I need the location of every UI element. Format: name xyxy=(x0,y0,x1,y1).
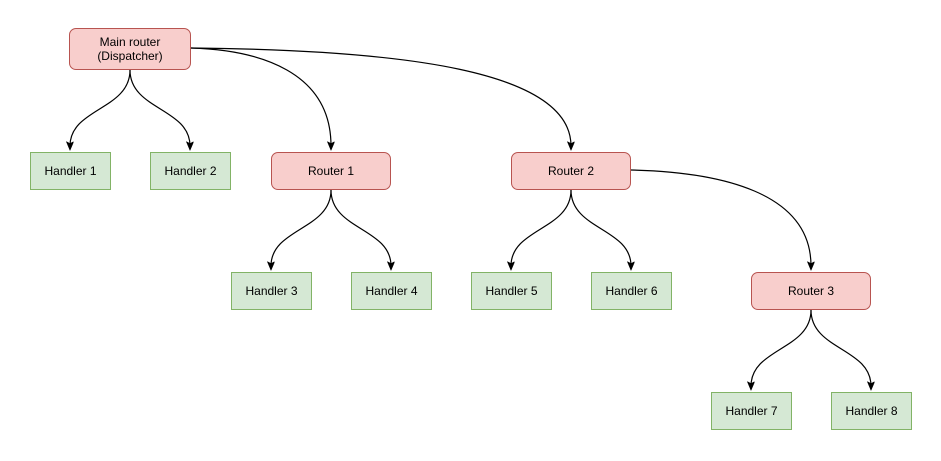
node-router-3[interactable]: Router 3 xyxy=(751,272,871,310)
node-handler-2[interactable]: Handler 2 xyxy=(150,152,231,190)
node-label-handler-4: Handler 4 xyxy=(365,284,418,298)
edge-main-router-to-handler-2 xyxy=(129,69,190,146)
node-router-2[interactable]: Router 2 xyxy=(511,152,631,190)
edge-router-3-to-handler-8 xyxy=(810,309,871,386)
node-label-handler-3: Handler 3 xyxy=(245,284,298,298)
node-label-main-router: Main router (Dispatcher) xyxy=(97,35,163,63)
edge-router-1-to-handler-4 xyxy=(330,189,391,266)
edge-router-1-to-handler-3 xyxy=(271,189,332,266)
node-label-handler-8: Handler 8 xyxy=(845,404,898,418)
edge-main-router-to-router-1 xyxy=(190,47,331,146)
node-label-handler-2: Handler 2 xyxy=(164,164,217,178)
node-label-router-2: Router 2 xyxy=(547,164,595,178)
edge-main-router-to-router-2 xyxy=(190,47,571,146)
diagram-edges xyxy=(70,47,871,386)
node-handler-4[interactable]: Handler 4 xyxy=(351,272,432,310)
node-main-router[interactable]: Main router (Dispatcher) xyxy=(69,28,191,70)
node-handler-8[interactable]: Handler 8 xyxy=(831,392,912,430)
node-handler-7[interactable]: Handler 7 xyxy=(711,392,792,430)
node-label-handler-6: Handler 6 xyxy=(605,284,658,298)
node-handler-1[interactable]: Handler 1 xyxy=(30,152,111,190)
node-label-handler-1: Handler 1 xyxy=(44,164,97,178)
edge-router-2-to-handler-5 xyxy=(511,189,572,266)
edge-main-router-to-handler-1 xyxy=(70,69,131,146)
edge-router-3-to-handler-7 xyxy=(751,309,812,386)
node-label-router-3: Router 3 xyxy=(787,284,835,298)
edge-router-2-to-handler-6 xyxy=(570,189,631,266)
edge-router-2-to-router-3 xyxy=(630,169,811,266)
node-label-router-1: Router 1 xyxy=(307,164,355,178)
node-handler-6[interactable]: Handler 6 xyxy=(591,272,672,310)
node-handler-3[interactable]: Handler 3 xyxy=(231,272,312,310)
node-label-handler-5: Handler 5 xyxy=(485,284,538,298)
node-handler-5[interactable]: Handler 5 xyxy=(471,272,552,310)
node-label-handler-7: Handler 7 xyxy=(725,404,778,418)
node-router-1[interactable]: Router 1 xyxy=(271,152,391,190)
